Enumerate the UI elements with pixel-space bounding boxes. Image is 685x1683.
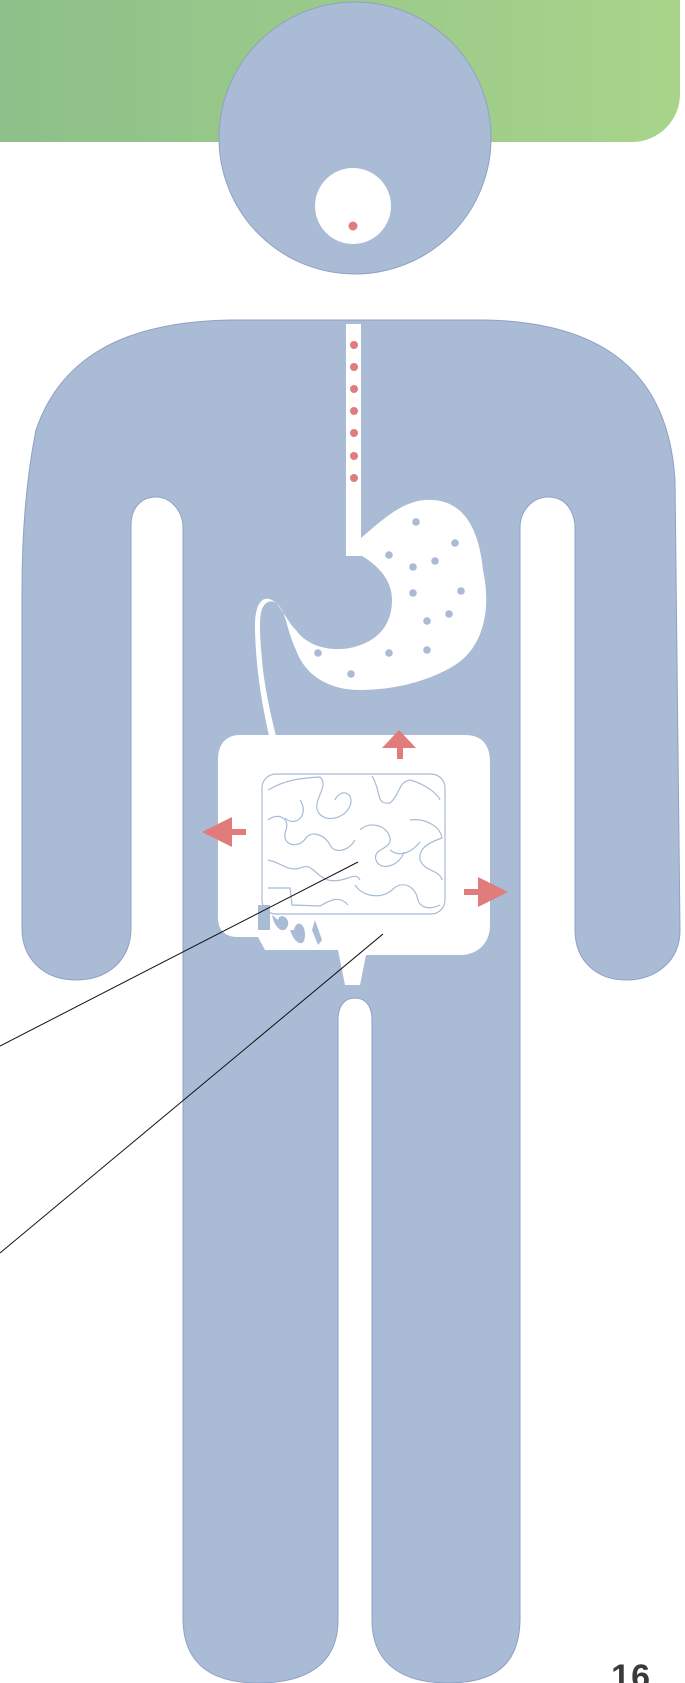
appendix bbox=[258, 905, 270, 930]
food-particle bbox=[350, 407, 358, 415]
mouth bbox=[315, 168, 391, 244]
stomach-particle bbox=[385, 649, 393, 657]
esophagus bbox=[346, 324, 361, 556]
stomach-particle bbox=[385, 551, 393, 559]
mouth-food-particle bbox=[349, 222, 358, 231]
stomach-particle bbox=[431, 557, 439, 565]
food-particle bbox=[350, 474, 358, 482]
page-number: 16 bbox=[611, 1660, 651, 1683]
stomach-particle bbox=[445, 610, 453, 618]
stomach-particle bbox=[423, 617, 431, 625]
stomach-particle bbox=[314, 649, 322, 657]
stomach-particle bbox=[412, 518, 420, 526]
food-particle bbox=[350, 363, 358, 371]
stomach-particle bbox=[409, 589, 417, 597]
stomach-particle bbox=[409, 563, 417, 571]
stomach-particle bbox=[423, 646, 431, 654]
food-particle bbox=[350, 385, 358, 393]
food-particle bbox=[350, 429, 358, 437]
food-particle bbox=[350, 341, 358, 349]
food-particle bbox=[350, 452, 358, 460]
stomach-particle bbox=[457, 587, 465, 595]
stomach-particle bbox=[451, 539, 459, 547]
stomach-particle bbox=[347, 670, 355, 678]
